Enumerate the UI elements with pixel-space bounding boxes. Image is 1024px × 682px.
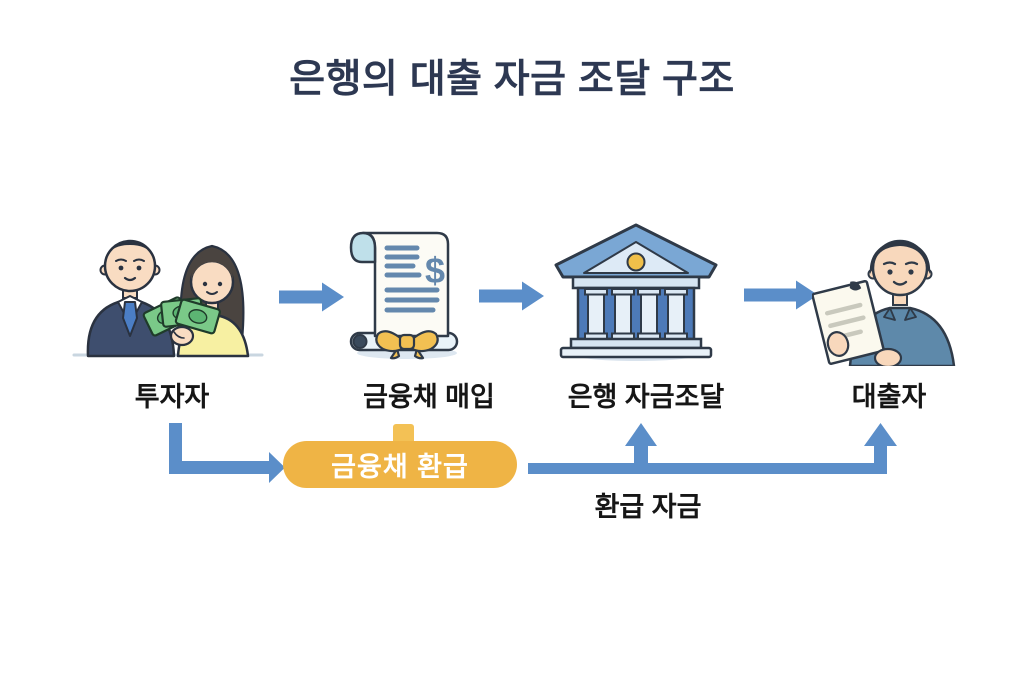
arrow-right-investor-to-bond-icon — [279, 282, 344, 312]
node-label-bank-funding: 은행 자금조달 — [567, 382, 725, 412]
node-label-borrower: 대출자 — [851, 382, 927, 412]
svg-text:$: $ — [425, 250, 445, 291]
bank-building-icon — [550, 220, 722, 362]
refund-line-arrow-to-borrower-icon — [528, 423, 897, 474]
arrow-right-bank-to-borrower-icon — [744, 280, 818, 310]
refund-pill: 금융채 환급 — [283, 441, 517, 488]
investors-couple-icon — [70, 220, 266, 360]
bond-scroll-icon: $ — [345, 226, 470, 360]
refund-pill-label: 금융채 환급 — [331, 452, 469, 482]
arrow-right-bond-to-bank-icon — [479, 281, 544, 311]
borrower-icon — [812, 220, 964, 366]
node-label-bond-purchase: 금융채 매입 — [363, 382, 495, 412]
refund-funds-label: 환급 자금 — [594, 492, 702, 522]
page-title: 은행의 대출 자금 조달 구조 — [289, 58, 735, 101]
node-label-investor: 투자자 — [134, 382, 210, 412]
refund-elbow-arrow-icon — [169, 423, 285, 483]
refund-branch-arrow-to-bank-icon — [625, 423, 657, 463]
